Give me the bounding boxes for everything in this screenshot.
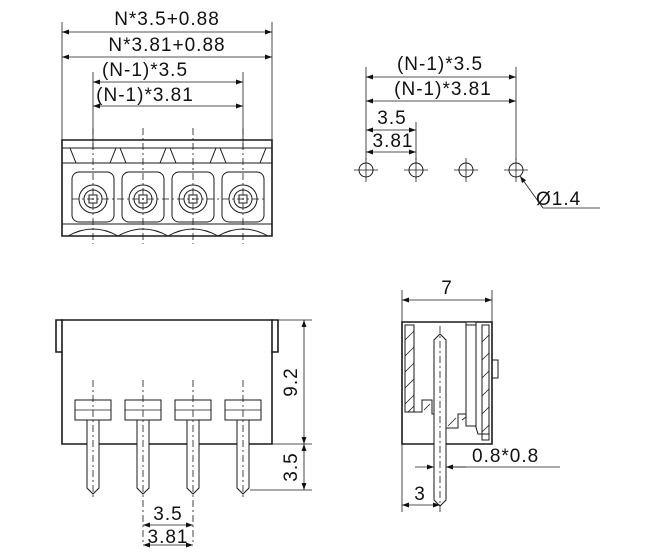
pin-length-label: 3.5: [281, 452, 302, 481]
overall-width-381-label: N*3.81+0.88: [108, 35, 225, 56]
hole-diameter-label: Ø1.4: [536, 189, 581, 210]
housing-front-outline: [61, 139, 273, 237]
wire-entries: [69, 147, 267, 164]
front-centerlines: [72, 128, 264, 244]
pin-offset-label: 3: [414, 484, 426, 505]
hole-pattern-view: (N-1)*3.5 (N-1)*3.81 3.5 3.81 Ø1.4: [354, 54, 600, 210]
span-381-label: (N-1)*3.81: [96, 85, 194, 106]
side-view: 9.2 3.5 3.5 3.81: [55, 319, 312, 548]
section-pin-rear: [465, 321, 477, 427]
pin-shoulders: [74, 399, 262, 421]
depth-label: 7: [441, 278, 453, 299]
end-view: 7: [401, 278, 560, 512]
pins: [86, 380, 250, 544]
hole-diameter-leader: [519, 175, 544, 209]
pin-section-label: 0.8*0.8: [472, 446, 539, 467]
hole-span-35-label: (N-1)*3.5: [397, 54, 483, 75]
hole-span-381-label: (N-1)*3.81: [394, 79, 492, 100]
side-pitch-35-label: 3.5: [153, 504, 182, 525]
terminal-pockets: [71, 171, 265, 223]
span-35-label: (N-1)*3.5: [102, 60, 188, 81]
hole-pitch-381-label: 3.81: [373, 131, 414, 152]
hole-pitch-35-label: 3.5: [377, 108, 406, 129]
height-label: 9.2: [281, 367, 302, 396]
front-view: N*3.5+0.88 N*3.81+0.88 (N-1)*3.5 (N-1)*3…: [61, 9, 273, 244]
overall-width-35-label: N*3.5+0.88: [114, 9, 220, 30]
pcb-holes: [354, 158, 528, 182]
housing-section-outline: [401, 321, 493, 445]
side-pitch-381-label: 3.81: [148, 527, 189, 548]
